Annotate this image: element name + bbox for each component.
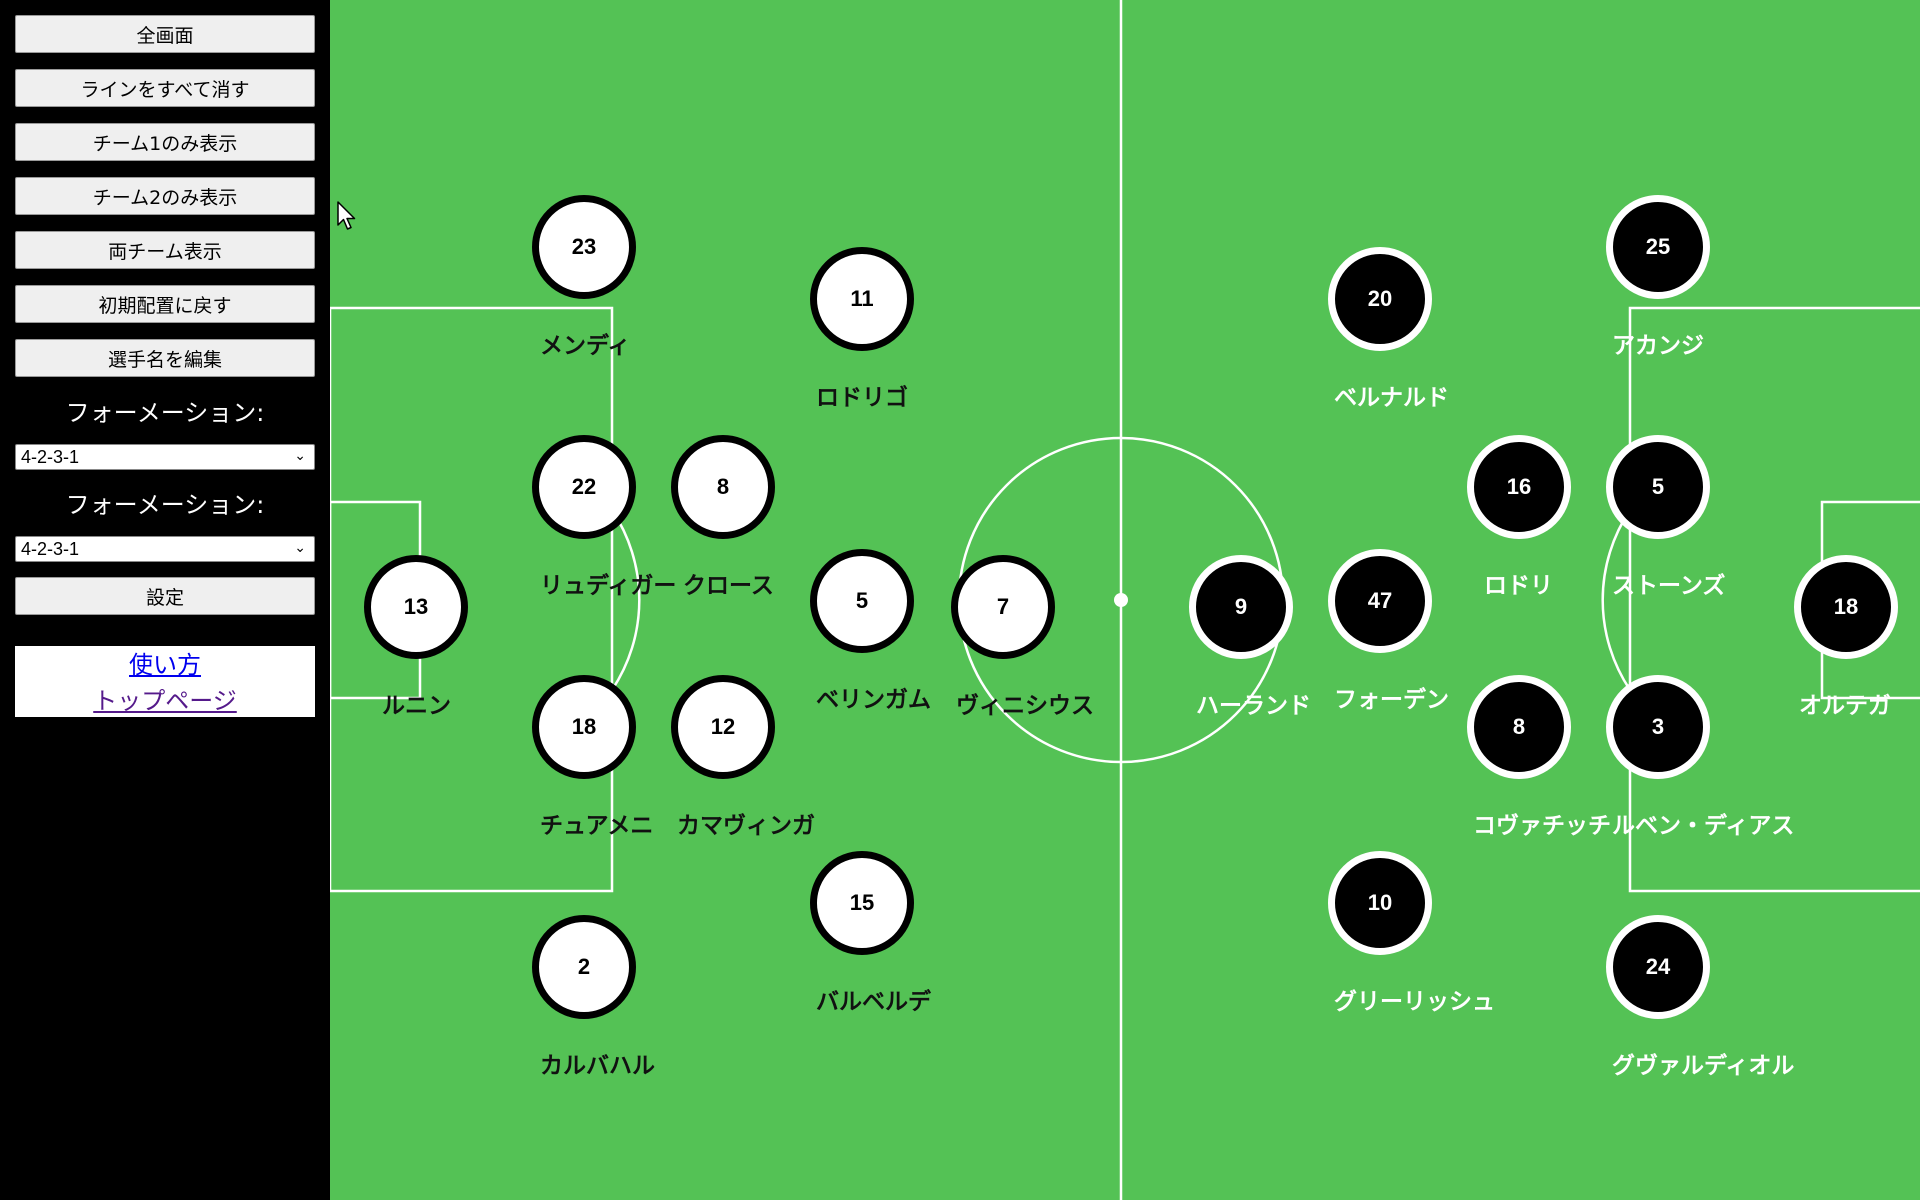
player-name: カマヴィンガ — [677, 813, 815, 839]
player-t1-22[interactable]: 22 — [532, 435, 636, 539]
player-t2-9[interactable]: 9 — [1189, 555, 1293, 659]
player-name: ロドリゴ — [816, 385, 908, 411]
player-name: ハーランド — [1196, 693, 1311, 719]
player-number: 24 — [1645, 954, 1671, 979]
player-name: クロース — [683, 573, 774, 599]
pitch-markings — [330, 0, 1920, 1200]
player-number: 18 — [571, 714, 597, 739]
fullscreen-button[interactable]: 全画面 — [15, 15, 315, 53]
player-number: 16 — [1506, 474, 1532, 499]
player-t1-13[interactable]: 13 — [364, 555, 468, 659]
player-number: 5 — [855, 588, 869, 613]
player-number: 25 — [1645, 234, 1671, 259]
right-penalty-area — [1628, 306, 1920, 893]
player-t2-25[interactable]: 25 — [1606, 195, 1710, 299]
center-spot — [1114, 593, 1128, 607]
chevron-down-icon: ⌄ — [294, 447, 306, 463]
formation-value-team1: 4-2-3-1 — [21, 446, 80, 467]
player-name: リュディガー — [540, 573, 677, 599]
player-number: 13 — [403, 594, 429, 619]
show-team2-button[interactable]: チーム2のみ表示 — [15, 177, 315, 215]
player-t2-20[interactable]: 20 — [1328, 247, 1432, 351]
top-page-link[interactable]: トップページ — [93, 687, 237, 715]
right-penalty-arc — [1601, 509, 1632, 691]
player-number: 47 — [1367, 588, 1393, 613]
control-sidebar: 全画面 ラインをすべて消す チーム1のみ表示 チーム2のみ表示 両チーム表示 初… — [0, 0, 330, 1200]
player-t2-3[interactable]: 3 — [1606, 675, 1710, 779]
formation-value-team2: 4-2-3-1 — [21, 538, 80, 559]
player-number: 20 — [1367, 286, 1393, 311]
player-number: 23 — [571, 234, 597, 259]
player-number: 9 — [1234, 594, 1248, 619]
player-t1-15[interactable]: 15 — [810, 851, 914, 955]
player-number: 5 — [1651, 474, 1665, 499]
formation-select-team1[interactable]: 4-2-3-1 ⌄ — [15, 444, 315, 470]
player-t2-8[interactable]: 8 — [1467, 675, 1571, 779]
player-name: バルベルデ — [816, 989, 931, 1015]
show-team1-button[interactable]: チーム1のみ表示 — [15, 123, 315, 161]
player-t1-8[interactable]: 8 — [671, 435, 775, 539]
reset-positions-button[interactable]: 初期配置に戻す — [15, 285, 315, 323]
player-number: 3 — [1651, 714, 1665, 739]
player-name: フォーデン — [1334, 687, 1449, 713]
pitch[interactable]: 13 ルニン 23 メンディ 22 リュディガー 18 チュアメニ 2 カルバハ… — [330, 0, 1920, 1200]
player-t2-24[interactable]: 24 — [1606, 915, 1710, 1019]
player-t1-5[interactable]: 5 — [810, 549, 914, 653]
player-name: グヴァルディオル — [1612, 1053, 1795, 1079]
player-number: 10 — [1367, 890, 1393, 915]
left-penalty-area — [330, 306, 614, 893]
player-name: チュアメニ — [540, 813, 654, 839]
player-t1-11[interactable]: 11 — [810, 247, 914, 351]
player-t2-16[interactable]: 16 — [1467, 435, 1571, 539]
player-name: アカンジ — [1612, 333, 1704, 359]
player-name: グリーリッシュ — [1334, 989, 1495, 1015]
links-box: 使い方 トップページ — [15, 646, 315, 717]
player-name: オルテガ — [1799, 693, 1891, 719]
player-name: ヴィニシウス — [956, 693, 1094, 719]
player-number: 11 — [850, 286, 874, 311]
player-number: 8 — [1512, 714, 1526, 739]
formation-label-team2: フォーメーション: — [65, 491, 265, 519]
player-name: メンディ — [540, 333, 631, 359]
player-t1-23[interactable]: 23 — [532, 195, 636, 299]
player-number: 12 — [710, 714, 736, 739]
player-t2-47[interactable]: 47 — [1328, 549, 1432, 653]
left-penalty-arc — [610, 509, 641, 691]
player-name: ベルナルド — [1334, 385, 1449, 411]
edit-names-button[interactable]: 選手名を編集 — [15, 339, 315, 377]
apply-formation-button[interactable]: 設定 — [15, 577, 315, 615]
mouse-pointer-icon — [337, 201, 356, 230]
player-t2-5[interactable]: 5 — [1606, 435, 1710, 539]
player-name: ベリンガム — [816, 687, 931, 713]
player-number: 18 — [1833, 594, 1859, 619]
player-t1-2[interactable]: 2 — [532, 915, 636, 1019]
chevron-down-icon: ⌄ — [294, 539, 306, 555]
player-name: ストーンズ — [1612, 573, 1726, 599]
player-t2-18[interactable]: 18 — [1794, 555, 1898, 659]
player-number: 8 — [716, 474, 730, 499]
player-t1-12[interactable]: 12 — [671, 675, 775, 779]
howto-link[interactable]: 使い方 — [129, 651, 201, 679]
player-number: 22 — [571, 474, 597, 499]
formation-label-team1: フォーメーション: — [65, 399, 265, 427]
player-t1-18[interactable]: 18 — [532, 675, 636, 779]
player-name: ルニン — [382, 693, 451, 719]
player-number: 15 — [849, 890, 875, 915]
player-name: ロドリ — [1484, 573, 1553, 599]
player-t2-10[interactable]: 10 — [1328, 851, 1432, 955]
player-t1-7[interactable]: 7 — [951, 555, 1055, 659]
player-name: カルバハル — [540, 1053, 655, 1079]
player-number: 7 — [996, 594, 1010, 619]
show-both-teams-button[interactable]: 両チーム表示 — [15, 231, 315, 269]
player-name: ルベン・ディアス — [1612, 813, 1795, 839]
formation-select-team2[interactable]: 4-2-3-1 ⌄ — [15, 536, 315, 562]
player-number: 2 — [577, 954, 591, 979]
player-name: コヴァチッチ — [1473, 813, 1611, 839]
clear-lines-button[interactable]: ラインをすべて消す — [15, 69, 315, 107]
